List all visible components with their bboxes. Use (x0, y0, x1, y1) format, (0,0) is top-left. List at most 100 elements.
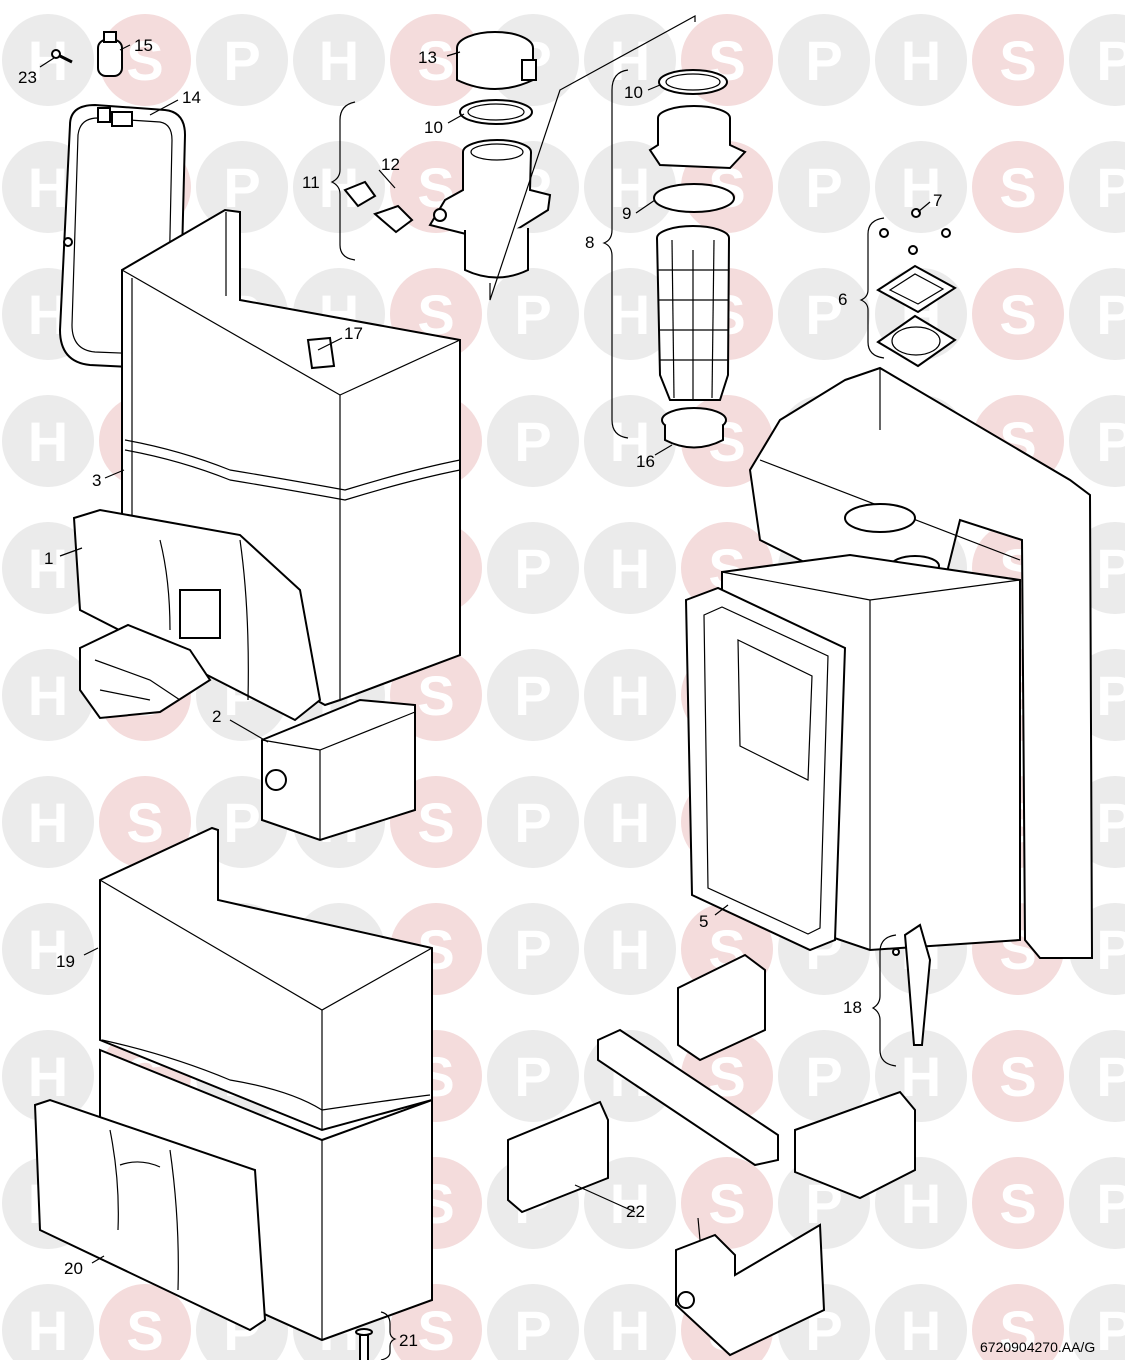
watermark-letter: P (1096, 791, 1125, 854)
flue-spigot (648, 105, 747, 170)
watermark-letter: S (126, 791, 163, 854)
callout-23: 23 (18, 68, 37, 87)
control-box (261, 698, 416, 842)
watermark-circle (1069, 1030, 1125, 1122)
watermark-circle (584, 903, 676, 995)
watermark-letter: S (126, 1299, 163, 1360)
watermark-letter: H (610, 29, 650, 92)
side-bracket (892, 923, 932, 1046)
watermark-circle (972, 14, 1064, 106)
watermark-circle (487, 395, 579, 487)
watermark-letter: S (999, 1299, 1036, 1360)
callout-14: 14 (182, 88, 201, 107)
flue-grille-tube (656, 225, 730, 401)
watermark-circle (972, 141, 1064, 233)
watermark-circle (778, 1030, 870, 1122)
automatic-air-vent (97, 31, 123, 77)
watermark-circle (875, 141, 967, 233)
watermark-circle (584, 1157, 676, 1249)
mounting-bracket-set (507, 953, 916, 1357)
watermark-letter: P (514, 918, 551, 981)
callout-5: 5 (699, 912, 708, 931)
callout-15: 15 (134, 36, 153, 55)
watermark-letter: H (28, 1299, 68, 1360)
callout-2: 2 (212, 707, 221, 726)
watermark-circle (99, 14, 191, 106)
fixing-bolt (355, 1328, 373, 1360)
watermark-letter: H (28, 791, 68, 854)
watermark-circle (778, 141, 870, 233)
watermark-letter: P (805, 1045, 842, 1108)
watermark-circle (2, 14, 94, 106)
watermark-circle (972, 1284, 1064, 1360)
watermark-letter: P (1096, 29, 1125, 92)
label-plate (306, 336, 336, 370)
watermark-circle (584, 141, 676, 233)
lower-casing-panel (99, 826, 433, 1132)
watermark-letter: H (28, 156, 68, 219)
callout-11: 11 (302, 173, 320, 192)
seal-ring-middle (653, 183, 735, 213)
watermark-circle (487, 776, 579, 868)
watermark-letter: P (514, 791, 551, 854)
watermark-letter: H (901, 1299, 941, 1360)
watermark-letter: P (1096, 918, 1125, 981)
watermark-letter: H (610, 918, 650, 981)
watermark-circle (875, 14, 967, 106)
watermark-letter: P (805, 283, 842, 346)
watermark-circle (584, 268, 676, 360)
watermark-letter: S (999, 283, 1036, 346)
watermark-circle (487, 903, 579, 995)
watermark-circle (972, 268, 1064, 360)
watermark-letter: P (1096, 283, 1125, 346)
watermark-circle (972, 1030, 1064, 1122)
watermark-letter: P (223, 156, 260, 219)
watermark-letter: P (514, 410, 551, 473)
watermark-letter: H (610, 537, 650, 600)
watermark-circle (584, 522, 676, 614)
watermark-letter: H (319, 29, 359, 92)
watermark-circle (99, 1284, 191, 1360)
watermark-letter: S (126, 29, 163, 92)
watermark-circle (2, 522, 94, 614)
watermark-letter: S (999, 29, 1036, 92)
watermark-letter: P (805, 29, 842, 92)
watermark-circle (1069, 395, 1125, 487)
watermark-letter: H (610, 664, 650, 727)
watermark-circle (584, 395, 676, 487)
watermark-letter: P (1096, 537, 1125, 600)
watermark-letter: P (514, 664, 551, 727)
watermark-letter: S (417, 664, 454, 727)
callout-19: 19 (56, 952, 75, 971)
watermark-letter: P (514, 283, 551, 346)
watermark-letter: H (901, 156, 941, 219)
watermark-circle (2, 649, 94, 741)
watermark-letter: P (223, 791, 260, 854)
watermark-circle (487, 522, 579, 614)
watermark-circle (390, 14, 482, 106)
control-bracket (79, 623, 212, 720)
watermark-circle (99, 776, 191, 868)
watermark-circle (487, 1030, 579, 1122)
front-fascia (72, 508, 322, 722)
cover-screws (879, 208, 951, 255)
inspection-cover-gasket (876, 314, 957, 368)
callout-13: 13 (418, 48, 437, 67)
seal-ring-upper (459, 99, 533, 125)
watermark-circle (681, 1157, 773, 1249)
seal-ring-lower (661, 407, 727, 449)
watermark-letter: P (1096, 1172, 1125, 1235)
watermark-circle (487, 649, 579, 741)
watermark-letter: H (901, 29, 941, 92)
flue-clip-set (343, 180, 447, 234)
watermark-letter: H (28, 1045, 68, 1108)
watermark-circle (2, 1284, 94, 1360)
watermark-circle (196, 141, 288, 233)
watermark-circle (196, 14, 288, 106)
drawing-reference: 6720904270.AA/G (980, 1339, 1095, 1355)
watermark-circle (584, 14, 676, 106)
watermark-circle (2, 903, 94, 995)
watermark-letter: S (999, 1172, 1036, 1235)
watermark-letter: S (417, 791, 454, 854)
watermark-letter: S (417, 1299, 454, 1360)
